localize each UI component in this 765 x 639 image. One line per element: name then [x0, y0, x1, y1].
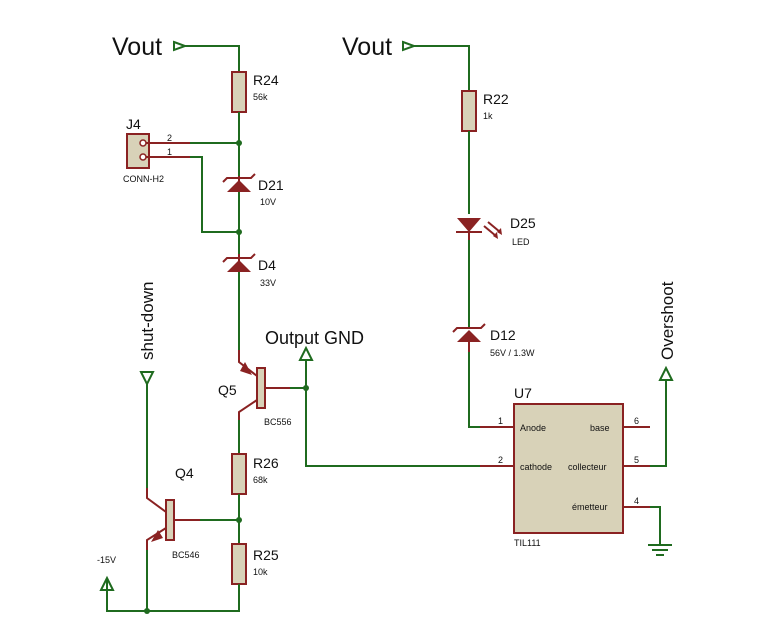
wire-vout-right	[414, 45, 470, 91]
r22-ref: R22	[483, 91, 509, 107]
resistor-r22: R22 1k	[461, 90, 509, 132]
d12-ref: D12	[490, 327, 516, 343]
j4-value: CONN-H2	[123, 174, 164, 184]
q4-ref: Q4	[175, 465, 194, 481]
connector-j4: J4 CONN-H2 2 1	[123, 116, 172, 184]
output-gnd-label: Output GND	[265, 328, 364, 348]
r25-value: 10k	[253, 567, 268, 577]
resistor-r24: R24 56k	[231, 71, 279, 113]
d4-value: 33V	[260, 278, 276, 288]
d21-ref: D21	[258, 177, 284, 193]
minus15v-label: -15V	[97, 555, 116, 565]
vout-left-label: Vout	[112, 33, 162, 61]
transistor-q5: Q5 BC556	[218, 350, 292, 427]
minus15v-terminal: -15V	[97, 555, 116, 591]
wire-vout-left	[185, 45, 240, 72]
d25-value: LED	[512, 237, 530, 247]
d4-ref: D4	[258, 257, 276, 273]
shut-down-terminal: shut-down	[138, 282, 157, 387]
q5-value: BC556	[264, 417, 292, 427]
shut-down-label: shut-down	[138, 282, 157, 360]
vout-left-terminal: Vout	[112, 33, 188, 61]
wire-output-gnd	[305, 360, 480, 467]
zener-d12: D12 56V / 1.3W	[452, 323, 535, 358]
u7-pin6-number: 6	[634, 416, 639, 426]
u7-pin-emetteur: émetteur	[572, 502, 608, 512]
vout-right-label: Vout	[342, 33, 392, 61]
u7-ref: U7	[514, 385, 532, 401]
u7-pin5-number: 5	[634, 455, 639, 465]
j4-pin2-number: 2	[167, 133, 172, 143]
u7-pin2-number: 2	[498, 455, 503, 465]
j4-pin1-number: 1	[167, 147, 172, 157]
j4-ref: J4	[126, 116, 141, 132]
r25-ref: R25	[253, 547, 279, 563]
d12-value: 56V / 1.3W	[490, 348, 535, 358]
overshoot-terminal: Overshoot	[658, 281, 677, 381]
d21-value: 10V	[260, 197, 276, 207]
r26-ref: R26	[253, 455, 279, 471]
u7-pin-base: base	[590, 423, 610, 433]
q4-value: BC546	[172, 550, 200, 560]
overshoot-label: Overshoot	[658, 281, 677, 360]
u7-pin4-number: 4	[634, 496, 639, 506]
u7-pin-collecteur: collecteur	[568, 462, 607, 472]
r24-value: 56k	[253, 92, 268, 102]
ground-symbol	[648, 544, 672, 556]
r26-value: 68k	[253, 475, 268, 485]
vout-right-terminal: Vout	[342, 33, 417, 61]
zener-d21: D21 10V	[222, 173, 284, 207]
q5-ref: Q5	[218, 382, 237, 398]
u7-pin1-number: 1	[498, 416, 503, 426]
wire-d12-u7	[468, 352, 480, 428]
output-gnd-terminal: Output GND	[265, 328, 364, 361]
wire-overshoot	[650, 380, 667, 467]
resistor-r25: R25 10k	[231, 543, 279, 585]
transistor-q4: Q4 BC546	[146, 465, 200, 560]
u7-pin-cathode: cathode	[520, 462, 552, 472]
u7-pin-anode: Anode	[520, 423, 546, 433]
junction-dot	[236, 140, 242, 146]
d25-ref: D25	[510, 215, 536, 231]
r24-ref: R24	[253, 72, 279, 88]
junction-dot	[144, 608, 150, 614]
led-d25: D25 LED	[456, 215, 536, 247]
u7-value: TIL111	[514, 538, 541, 548]
wire-j4-pin1	[190, 156, 239, 233]
r22-value: 1k	[483, 111, 493, 121]
resistor-r26: R26 68k	[231, 453, 279, 495]
zener-d4: D4 33V	[222, 253, 276, 288]
wire-r25-bottom	[106, 578, 240, 612]
wire-emitter-gnd	[650, 506, 661, 545]
optocoupler-u7: U7 TIL111 Anode cathode base collecteur …	[480, 385, 650, 548]
